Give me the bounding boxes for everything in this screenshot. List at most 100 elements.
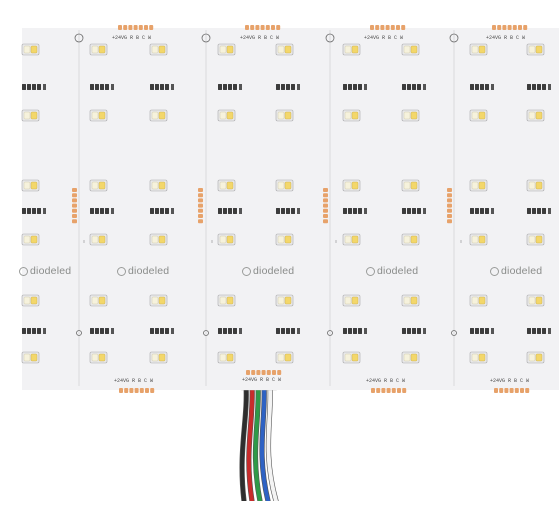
solder-pad xyxy=(72,208,77,213)
led-warm-die xyxy=(410,235,418,244)
led-cool-die xyxy=(23,45,31,54)
resistor xyxy=(485,328,489,334)
rgbw-cable xyxy=(239,377,279,504)
brand-label: diodeled xyxy=(30,265,72,277)
led-warm-die xyxy=(30,296,38,305)
solder-pad xyxy=(277,370,282,375)
resistor xyxy=(527,84,531,90)
resistor xyxy=(407,328,411,334)
led-warm-die xyxy=(98,296,106,305)
resistor xyxy=(155,84,159,90)
led-warm-die xyxy=(158,353,166,362)
resistor xyxy=(105,208,109,214)
solder-pad xyxy=(149,25,154,30)
cut-mark-icon xyxy=(76,330,82,336)
solder-pad xyxy=(323,193,328,198)
pad-legend: +24VG R B C W xyxy=(364,35,404,41)
solder-pad xyxy=(198,193,203,198)
led-warm-die xyxy=(158,235,166,244)
resistor xyxy=(105,328,109,334)
led-warm-die xyxy=(410,45,418,54)
led-cool-die xyxy=(151,296,159,305)
led-warm-die xyxy=(226,181,234,190)
solder-pad xyxy=(376,388,381,393)
solder-pad xyxy=(133,25,138,30)
solder-pad xyxy=(447,208,452,213)
led-cool-die xyxy=(151,45,159,54)
resistor xyxy=(480,84,484,90)
led-cool-die xyxy=(219,353,227,362)
resistor xyxy=(348,328,352,334)
led-warm-die xyxy=(158,296,166,305)
resistor xyxy=(95,208,99,214)
resistor xyxy=(37,208,41,214)
led-cool-die xyxy=(23,235,31,244)
resistor xyxy=(32,328,36,334)
solder-pad xyxy=(514,388,519,393)
resistor xyxy=(358,84,362,90)
led-cool-die xyxy=(403,296,411,305)
resistor xyxy=(423,328,426,334)
resistor xyxy=(218,208,222,214)
led-warm-die xyxy=(284,181,292,190)
resistor xyxy=(348,208,352,214)
resistor xyxy=(239,208,242,214)
solder-pad xyxy=(245,25,249,30)
resistor xyxy=(364,84,367,90)
wire xyxy=(260,383,270,503)
resistor xyxy=(228,208,232,214)
mounting-hole-icon xyxy=(74,33,84,43)
led-cool-die xyxy=(277,45,285,54)
solder-pad xyxy=(371,388,375,393)
resistor xyxy=(527,208,531,214)
resistor xyxy=(491,328,494,334)
solder-pad xyxy=(523,25,528,30)
led-cool-die xyxy=(471,296,479,305)
solder-pad xyxy=(397,388,401,393)
solder-pad xyxy=(507,25,512,30)
led-cool-die xyxy=(403,111,411,120)
resistor xyxy=(43,328,46,334)
led-cool-die xyxy=(219,111,227,120)
solder-pad xyxy=(447,198,452,203)
led-cool-die xyxy=(471,235,479,244)
led-warm-die xyxy=(284,235,292,244)
solder-pad xyxy=(380,25,385,30)
brand-label: diodeled xyxy=(377,265,419,277)
led-warm-die xyxy=(535,235,543,244)
led-cool-die xyxy=(91,111,99,120)
resistor xyxy=(364,328,367,334)
resistor xyxy=(155,208,159,214)
led-warm-die xyxy=(535,181,543,190)
resistor xyxy=(291,328,295,334)
resistor xyxy=(475,328,479,334)
solder-pad xyxy=(391,388,396,393)
solder-pad xyxy=(72,203,77,208)
resistor xyxy=(22,84,26,90)
led-warm-die xyxy=(226,45,234,54)
solder-pad xyxy=(494,388,498,393)
led-cool-die xyxy=(91,181,99,190)
solder-pad xyxy=(402,388,407,393)
solder-pad xyxy=(119,388,123,393)
solder-pad xyxy=(138,25,143,30)
solder-pad xyxy=(323,198,328,203)
solder-pad xyxy=(272,370,276,375)
resistor xyxy=(297,208,300,214)
resistor xyxy=(402,84,406,90)
brand-logo-icon xyxy=(242,267,251,276)
resistor xyxy=(532,84,536,90)
led-cool-die xyxy=(471,181,479,190)
solder-pad xyxy=(198,198,203,203)
led-cool-die xyxy=(344,111,352,120)
resistor xyxy=(171,328,174,334)
resistor xyxy=(286,208,290,214)
led-warm-die xyxy=(284,296,292,305)
resistor xyxy=(402,208,406,214)
wire xyxy=(253,383,262,503)
led-warm-die xyxy=(410,111,418,120)
solder-pad xyxy=(124,388,129,393)
resistor xyxy=(100,84,104,90)
resistor xyxy=(475,84,479,90)
brand-label: diodeled xyxy=(128,265,170,277)
